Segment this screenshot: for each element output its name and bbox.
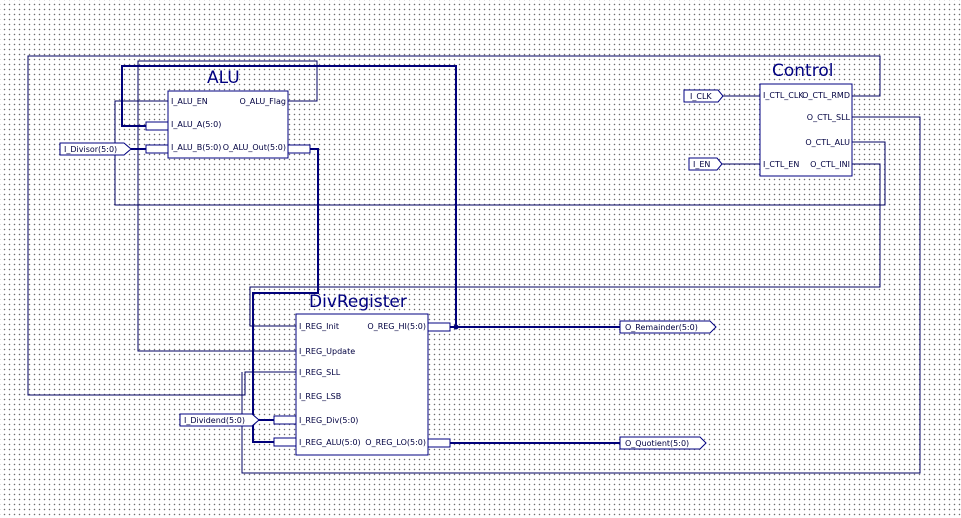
wire-ctl-alu-to-alu-en[interactable] — [114, 100, 886, 206]
control-pin-o-ctl-alu: O_CTL_ALU — [805, 138, 850, 147]
alu-pin-b-stub — [145, 144, 169, 154]
port-i-clk-label: I_CLK — [690, 92, 712, 101]
port-i-dividend-label: I_Dividend(5:0) — [184, 416, 245, 425]
divregister-title: DivRegister — [309, 292, 407, 312]
port-o-quotient-label: O_Quotient(5:0) — [625, 439, 689, 448]
control-pin-o-ctl-ini: O_CTL_INI — [810, 160, 850, 169]
port-i-clk-shape[interactable] — [683, 89, 724, 103]
control-block[interactable]: Control I_CTL_CLK O_CTL_RMD O_CTL_SLL O_… — [759, 61, 853, 177]
alu-pin-i-alu-en: I_ALU_EN — [171, 97, 208, 106]
wires — [27, 55, 921, 474]
alu-title: ALU — [207, 68, 240, 88]
bus-junction — [453, 324, 459, 330]
port-i-divisor-label: I_Divisor(5:0) — [64, 145, 117, 154]
reg-pin-i-reg-init: I_REG_Init — [299, 322, 339, 331]
alu-pin-out-stub — [287, 144, 311, 154]
port-i-clk[interactable]: I_CLK — [683, 89, 724, 103]
control-pin-i-ctl-en: I_CTL_EN — [763, 160, 799, 169]
wire-ctl-rmd-to-reg-sll[interactable] — [27, 55, 881, 396]
reg-pin-o-reg-hi: O_REG_HI(5:0) — [367, 322, 426, 331]
port-i-divisor[interactable]: I_Divisor(5:0) — [59, 142, 132, 156]
buses — [121, 65, 620, 444]
reg-pin-hi-stub — [427, 322, 451, 332]
port-i-dividend-shape[interactable] — [179, 413, 260, 427]
alu-pin-o-alu-flag: O_ALU_Flag — [240, 97, 287, 106]
reg-pin-i-reg-update: I_REG_Update — [299, 347, 355, 356]
port-o-quotient-shape[interactable] — [619, 436, 707, 450]
control-body[interactable] — [759, 83, 853, 177]
port-o-quotient[interactable]: O_Quotient(5:0) — [619, 436, 707, 450]
port-o-remainder-shape[interactable] — [619, 320, 717, 334]
reg-pin-i-reg-div: I_REG_Div(5:0) — [299, 416, 358, 425]
reg-pin-o-reg-lo: O_REG_LO(5:0) — [365, 438, 426, 447]
port-i-divisor-shape[interactable] — [59, 142, 132, 156]
control-pin-i-ctl-clk: I_CTL_CLK — [763, 91, 804, 100]
port-o-remainder-label: O_Remainder(5:0) — [625, 323, 698, 332]
port-i-dividend[interactable]: I_Dividend(5:0) — [179, 413, 260, 427]
wire-alu-flag-to-reg-update[interactable] — [137, 60, 318, 352]
reg-pin-div-stub — [273, 415, 297, 425]
alu-pin-o-alu-out: O_ALU_Out(5:0) — [223, 143, 286, 152]
bus-reg-hi-to-alu-a[interactable] — [121, 65, 457, 327]
alu-block[interactable]: ALU I_ALU_EN O_ALU_Flag I_ALU_A(5:0) I_A… — [145, 68, 311, 159]
bus-alu-out-to-reg-alu[interactable] — [252, 148, 319, 443]
divregister-block[interactable]: DivRegister I_REG_Init O_REG_HI(5:0) I_R… — [273, 292, 451, 456]
reg-pin-i-reg-alu: I_REG_ALU(5:0) — [299, 438, 361, 447]
divregister-body[interactable] — [295, 313, 429, 456]
alu-pin-i-alu-b: I_ALU_B(5:0) — [171, 143, 221, 152]
reg-pin-i-reg-lsb: I_REG_LSB — [299, 392, 341, 401]
reg-pin-alu-stub — [273, 437, 297, 447]
wire-ctl-sll-to-reg[interactable] — [241, 116, 921, 474]
control-pin-o-ctl-rmd: O_CTL_RMD — [802, 91, 850, 100]
control-title: Control — [772, 61, 833, 81]
reg-pin-i-reg-sll: I_REG_SLL — [299, 368, 341, 377]
wire-ctl-ini-to-reg-init[interactable] — [249, 163, 881, 327]
port-i-en-label: I_EN — [693, 160, 710, 169]
port-o-remainder[interactable]: O_Remainder(5:0) — [619, 320, 717, 334]
reg-pin-lo-stub — [427, 438, 451, 448]
alu-pin-i-alu-a: I_ALU_A(5:0) — [171, 120, 221, 129]
alu-body[interactable] — [167, 90, 289, 159]
port-i-en[interactable]: I_EN — [688, 157, 723, 171]
alu-pin-a-stub — [145, 121, 169, 131]
port-i-en-shape[interactable] — [688, 157, 723, 171]
control-pin-o-ctl-sll: O_CTL_SLL — [807, 113, 851, 122]
